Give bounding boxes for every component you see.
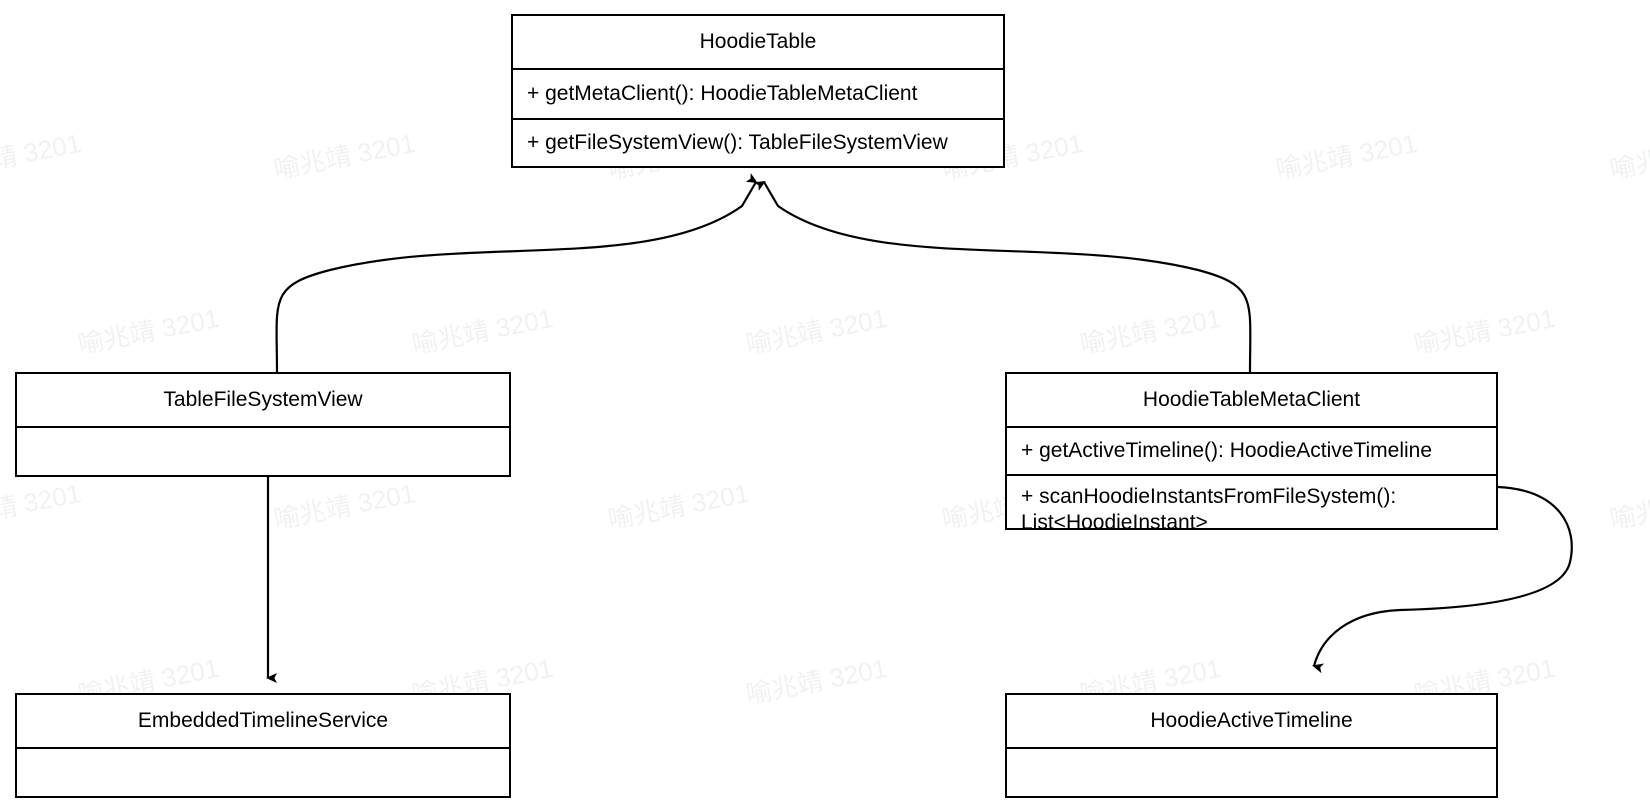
watermark-text: 喻兆靖 3201 [605, 477, 752, 535]
watermark-text: 喻兆靖 3201 [0, 127, 84, 185]
watermark-text: 喻兆靖 3201 [75, 302, 222, 360]
watermark-text: 喻兆靖 3201 [409, 302, 556, 360]
watermark-text: 喻兆靖 3201 [1411, 302, 1558, 360]
watermark-text: 喻兆靖 3201 [743, 302, 890, 360]
class-name-embedded-timeline-service: EmbeddedTimelineService [137, 709, 389, 732]
edge-tablefilesystemview-to-hoodietable [275, 173, 758, 373]
class-name-hoodie-table-meta-client: HoodieTableMetaClient [1142, 388, 1361, 411]
class-box-table-file-system-view[interactable]: TableFileSystemView [15, 372, 511, 477]
class-name-table-file-system-view: TableFileSystemView [163, 388, 363, 411]
class-methods-hoodie-table-2: + getFileSystemView(): TableFileSystemVi… [513, 118, 1003, 166]
class-box-hoodie-active-timeline[interactable]: HoodieActiveTimeline [1005, 693, 1498, 798]
class-box-hoodie-table-meta-client[interactable]: HoodieTableMetaClient + getActiveTimelin… [1005, 372, 1498, 534]
watermark-text: 喻兆靖 3201 [1273, 127, 1420, 185]
watermark-text: 喻兆靖 3201 [0, 477, 84, 535]
class-box-embedded-timeline-service[interactable]: EmbeddedTimelineService [15, 693, 511, 798]
watermark-text: 喻兆靖 3201 [271, 127, 418, 185]
class-methods-hoodie-table-meta-client-1: + getActiveTimeline(): HoodieActiveTimel… [1007, 426, 1496, 474]
watermark-text: 喻兆靖 3201 [1077, 302, 1224, 360]
class-members-embedded-timeline-service [17, 747, 509, 796]
watermark-text: 喻兆靖 3201 [271, 477, 418, 535]
watermark-text: 喻兆靖 3201 [1607, 128, 1650, 185]
watermark-text: 喻兆靖 3201 [1607, 478, 1650, 535]
class-members-table-file-system-view [17, 426, 509, 475]
class-members-hoodie-active-timeline [1007, 747, 1496, 796]
class-name-hoodie-table: HoodieTable [699, 30, 817, 53]
class-methods-hoodie-table-meta-client-2: + scanHoodieInstantsFromFileSystem(): Li… [1007, 474, 1496, 534]
watermark-text: 喻兆靖 3201 [743, 652, 890, 710]
class-box-hoodie-table[interactable]: HoodieTable + getMetaClient(): HoodieTab… [511, 14, 1005, 168]
edge-metaclient-to-hoodietable [753, 180, 1252, 373]
class-methods-hoodie-table-1: + getMetaClient(): HoodieTableMetaClient [513, 68, 1003, 118]
class-name-hoodie-active-timeline: HoodieActiveTimeline [1150, 709, 1353, 732]
